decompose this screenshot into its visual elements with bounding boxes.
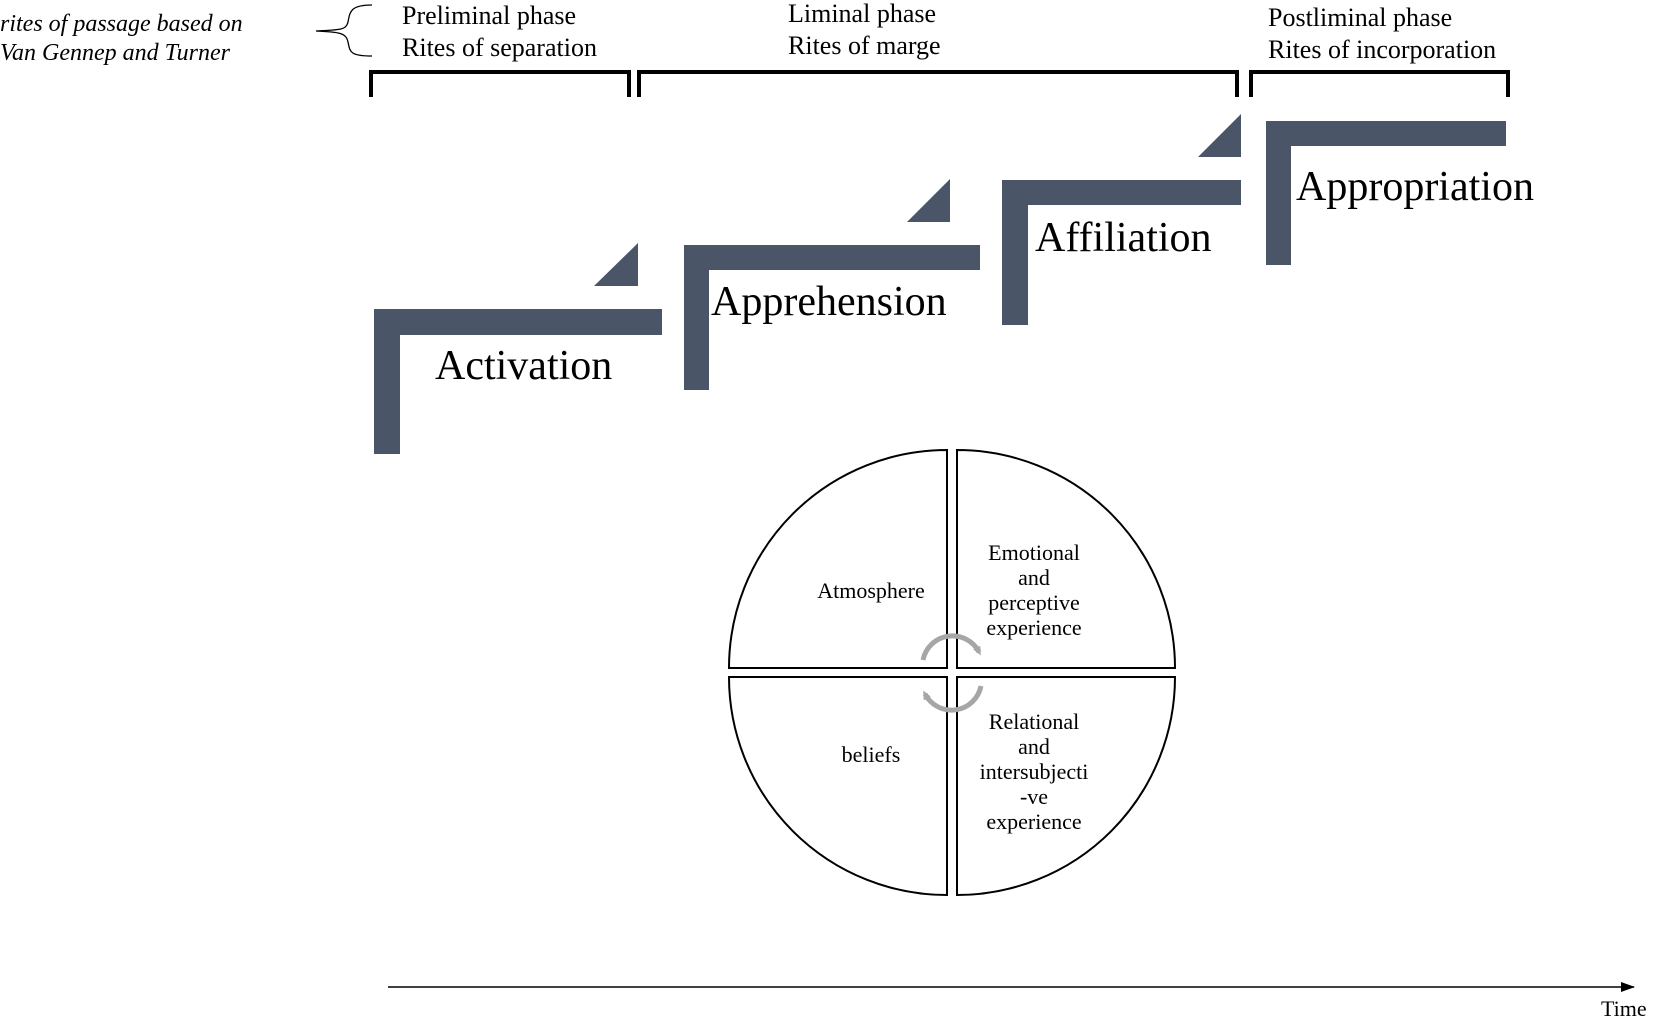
affiliation-step-tread: [1002, 180, 1241, 205]
stair-steps: [374, 114, 1506, 454]
time-axis-label: Time: [1601, 996, 1647, 1021]
caption-line-2: Van Gennep and Turner: [0, 40, 230, 66]
quadrant-tr-line-1: Emotional: [988, 540, 1080, 565]
cycle-arrow-bottom: [922, 685, 984, 713]
experience-circle: [727, 448, 1177, 897]
preliminal-phase-rite: Rites of separation: [402, 33, 597, 62]
quadrant-bottom-right-shape: [956, 676, 1177, 897]
affiliation-label: Affiliation: [1035, 215, 1212, 261]
quadrant-br-line-2: and: [1018, 734, 1050, 759]
apprehension-step-tread: [684, 245, 980, 270]
liminal-phase-name: Liminal phase: [788, 0, 937, 28]
postliminal-phase-label: Postliminal phase Rites of incorporation: [1268, 2, 1496, 66]
preliminal-bracket: [369, 70, 631, 97]
quadrant-tr-line-4: experience: [986, 615, 1082, 640]
appropriation-step-tread: [1266, 121, 1506, 146]
apprehension-step-corner: [907, 179, 950, 222]
liminal-phase-rite: Rites of marge: [788, 31, 941, 60]
quadrant-top-left-shape: [727, 448, 948, 669]
quadrant-bottom-left-shape: [727, 676, 948, 897]
affiliation-step-corner: [1198, 114, 1241, 157]
quadrant-br-line-3: intersubjecti: [979, 759, 1089, 784]
quadrant-relational-intersubjective: Relational and intersubjecti -ve experie…: [962, 709, 1106, 834]
activation-label: Activation: [435, 343, 613, 389]
liminal-phase-label: Liminal phase Rites of marge: [788, 0, 941, 62]
cycle-arrow-top: [920, 633, 982, 661]
postliminal-phase-rite: Rites of incorporation: [1268, 35, 1497, 64]
liminal-bracket: [637, 70, 1239, 97]
postliminal-bracket: [1249, 70, 1510, 97]
curly-brace: [315, 4, 373, 57]
quadrant-beliefs: beliefs: [796, 742, 946, 767]
postliminal-phase-name: Postliminal phase: [1268, 3, 1453, 32]
preliminal-phase-label: Preliminal phase Rites of separation: [402, 0, 597, 64]
quadrant-emotional-perceptive: Emotional and perceptive experience: [964, 540, 1104, 640]
cycle-arrows: [920, 633, 984, 713]
activation-step-tread: [374, 309, 662, 335]
apprehension-label: Apprehension: [711, 279, 947, 325]
caption-line-1: rites of passage based on: [0, 11, 243, 37]
quadrant-br-line-4: -ve: [1019, 784, 1049, 809]
quadrant-tr-line-2: and: [1018, 565, 1050, 590]
activation-step-corner: [594, 243, 638, 286]
quadrant-top-right-shape: [956, 448, 1177, 669]
quadrant-br-line-1: Relational: [988, 709, 1080, 734]
quadrant-beliefs-line: beliefs: [841, 742, 901, 767]
quadrant-tr-line-3: perceptive: [988, 590, 1080, 615]
appropriation-label: Appropriation: [1296, 164, 1534, 210]
rites-of-passage-caption: rites of passage based on Van Gennep and…: [0, 10, 243, 68]
quadrant-br-line-5: experience: [986, 809, 1082, 834]
quadrant-atmosphere-line: Atmosphere: [817, 578, 925, 603]
quadrant-atmosphere: Atmosphere: [796, 578, 946, 603]
preliminal-phase-name: Preliminal phase: [402, 1, 577, 30]
